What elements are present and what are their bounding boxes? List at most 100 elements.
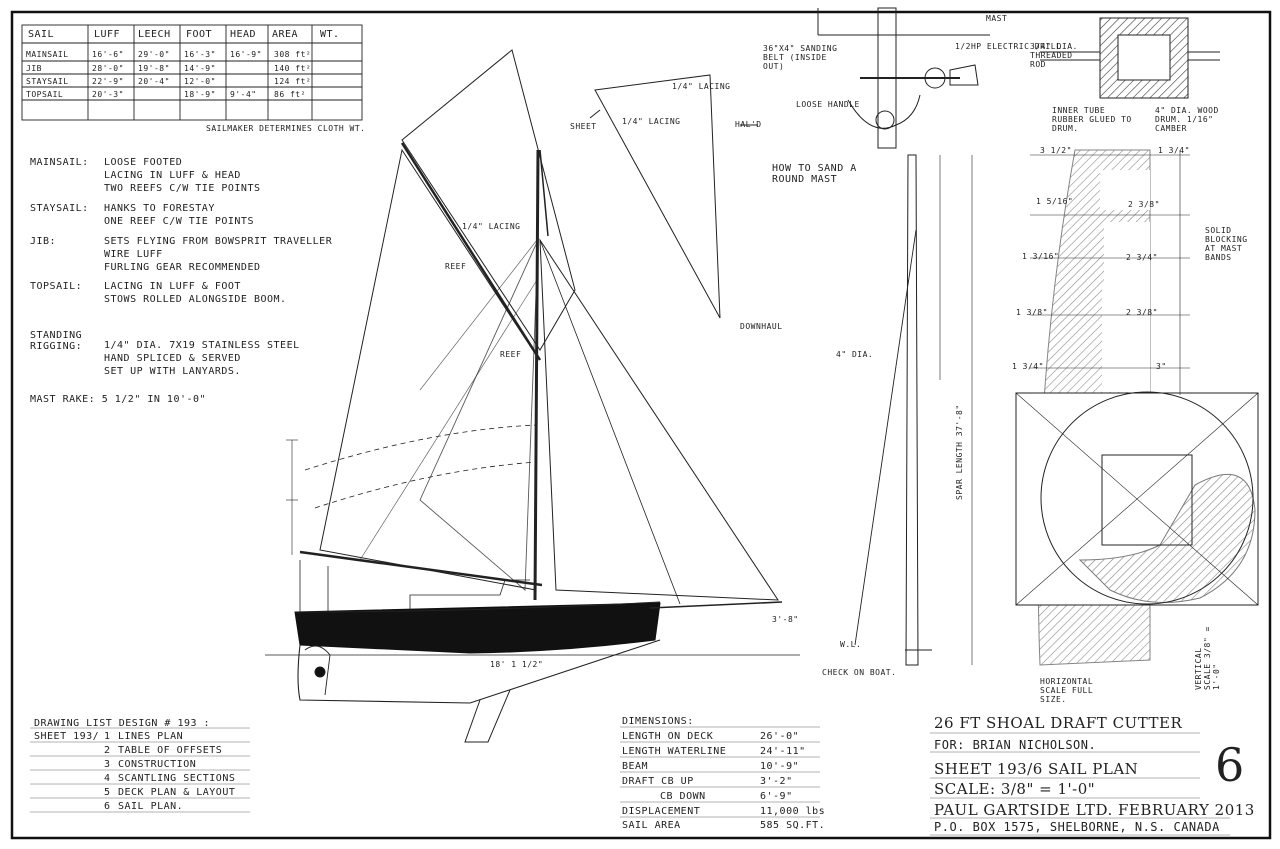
drawing-item-name: CONSTRUCTION [118,759,197,770]
col-header-foot: FOOT [186,29,213,40]
table-cell: 28'-0" [92,64,124,73]
topsail-lacing-label: 1/4" LACING [622,117,681,126]
drawing-item-num: 4 [104,773,111,784]
section-dim-right: 2 3/4" [1126,253,1158,262]
table-cell: 140 ft² [274,64,312,73]
section-dim-right: 2 3/8" [1128,200,1160,209]
table-cell: 14'-9" [184,64,216,73]
table-cell: 29'-0" [138,50,170,59]
mast-elevation [854,154,973,666]
sanding-label-mast: MAST [986,14,1008,23]
section-dim-left: 3 1/2" [1040,146,1072,155]
vertical-scale-label: VERTICAL SCALE 3/8" = 1'-0" [1194,626,1221,690]
sail-plan-drawing [265,49,800,743]
check-on-boat-label: CHECK ON BOAT. [822,668,897,677]
note-label: MAINSAIL: [30,157,89,168]
table-cell: 18'-9" [184,90,216,99]
note-line: ONE REEF C/W TIE POINTS [104,216,254,227]
mainsail [319,148,537,591]
note-line: SETS FLYING FROM BOWSPRIT TRAVELLER [104,236,333,247]
col-header-luff: LUFF [94,29,121,40]
reef-label: REEF [445,262,467,271]
table-cell: 9'-4" [230,90,257,99]
sail-table-grid [21,24,363,121]
drawing-item-num: 5 [104,787,111,798]
table-cell: TOPSAIL [26,90,64,99]
drawing-item-name: DECK PLAN & LAYOUT [118,787,236,798]
staysail [419,239,539,591]
note-line: 1/4" DIA. 7X19 STAINLESS STEEL [104,340,300,351]
mast-sanding-detail [817,7,1220,149]
table-cell: 16'-3" [184,50,216,59]
note-line: TWO REEFS C/W TIE POINTS [104,183,261,194]
dimension-value: 11,000 lbs [760,806,826,817]
col-header-area: AREA [272,29,299,40]
dimension-label: BEAM [622,761,649,772]
note-line: LACING IN LUFF & FOOT [104,281,241,292]
client-line: FOR: BRIAN NICHOLSON. [934,738,1097,752]
note-label: JIB: [30,236,57,247]
drawing-list-title: DRAWING LIST DESIGN # 193 : [34,718,211,729]
note-line: WIRE LUFF [104,249,163,260]
sheet-label: SHEET [570,122,597,131]
drawing-item-num: 1 [104,731,111,742]
sanding-label-rod: 3/4" DIA. THREADED ROD [1030,42,1078,69]
dimension-label: LENGTH WATERLINE [622,746,727,757]
section-dim-right: 1 3/4" [1158,146,1190,155]
sanding-label-drum: 4" DIA. WOOD DRUM. 1/16" CAMBER [1155,106,1219,133]
centreboard [464,689,511,743]
sanding-caption: HOW TO SAND A ROUND MAST [772,163,857,185]
dimension-value: 585 SQ.FT. [760,820,826,831]
col-header-sail: SAIL [28,29,55,40]
dimensions-rules [620,726,820,818]
section-dim-right: 2 3/8" [1126,308,1158,317]
sheet-border [10,10,1272,840]
hull-underbody [297,639,661,704]
table-cell: 308 ft² [274,50,312,59]
gaff-lacing-label: 1/4" LACING [462,222,521,231]
table-cell: 16'-9" [230,50,262,59]
table-cell: 20'-4" [138,77,170,86]
address-line: P.O. BOX 1575, SHELBORNE, N.S. CANADA [934,820,1220,834]
dimension-value: 24'-11" [760,746,806,757]
section-dim-left: 1 5/16" [1036,197,1074,206]
drawing-item-num: 3 [104,759,111,770]
sheet-number: 6 [1215,738,1245,792]
note-line: STOWS ROLLED ALONGSIDE BOOM. [104,294,287,305]
section-dim-left: 1 3/4" [1012,362,1044,371]
section-dim-left: 1 3/16" [1022,252,1060,261]
sanding-label-rubber: INNER TUBE RUBBER GLUED TO DRUM. [1052,106,1132,133]
table-cell: 124 ft² [274,77,312,86]
dimension-label: CB DOWN [660,791,706,802]
note-line: SET UP WITH LANYARDS. [104,366,241,377]
col-header-leech: LEECH [138,29,171,40]
gaff [400,142,542,361]
table-cell: JIB [26,64,42,73]
table-cell: 19'-8" [138,64,170,73]
sanding-label-handle: LOOSE HANDLE [796,100,860,109]
dimension-value: 6'-9" [760,791,793,802]
table-cell: 22'-9" [92,77,124,86]
note-label: STAYSAIL: [30,203,89,214]
title-block-rules [930,732,1230,836]
drawing-item-name: SAIL PLAN. [118,801,184,812]
mast-dia-label: 4" DIA. [836,350,874,359]
drawing-list-rules [30,727,250,813]
drawing-title: 26 FT SHOAL DRAFT CUTTER [934,714,1183,732]
dimension-value: 10'-9" [760,761,800,772]
table-cell: 86 ft² [274,90,306,99]
table-cell: MAINSAIL [26,50,69,59]
jib [539,238,779,601]
dimension-value: 3'-2" [760,776,793,787]
halyard-label: HAL'D [735,120,762,129]
dimension-value: 26'-0" [760,731,800,742]
scale-line: SCALE: 3/8" = 1'-0" [934,780,1096,798]
dimensions-title: DIMENSIONS: [622,716,694,727]
waterline-label: W.L. [840,640,862,649]
table-footnote: SAILMAKER DETERMINES CLOTH WT. [206,124,366,133]
col-header-head: HEAD [230,29,257,40]
drawing-item-num: 2 [104,745,111,756]
solid-blocking-label: SOLID BLOCKING AT MAST BANDS [1205,226,1248,262]
table-cell: 16'-6" [92,50,124,59]
dimension-label: SAIL AREA [622,820,681,831]
